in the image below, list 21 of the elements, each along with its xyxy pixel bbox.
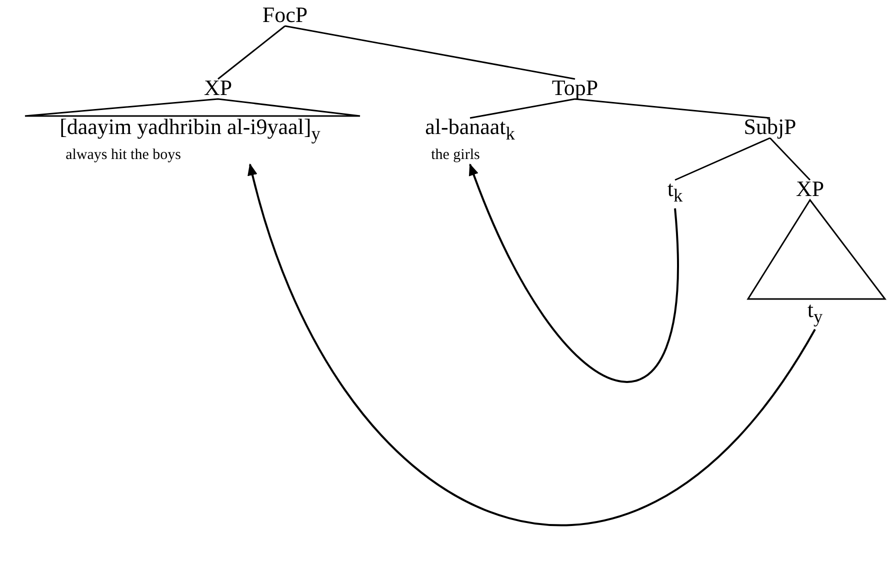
phrase-text: al-banaat$_{k}$ <box>425 114 515 146</box>
tree-node-label: XP <box>204 75 232 101</box>
tree-node-label: SubjP <box>744 114 796 140</box>
branch-line <box>574 98 770 119</box>
branch-line <box>769 137 811 181</box>
gloss-text: the girls <box>430 146 481 164</box>
branch-line <box>470 98 576 119</box>
branch-line <box>218 25 286 80</box>
tree-node-label: TopP <box>552 75 598 101</box>
gloss-text: always hit the boys <box>64 146 182 164</box>
triangle-branch <box>746 198 886 300</box>
tree-node-label: t$_{y}$ <box>807 297 823 330</box>
movement-arrow <box>469 163 679 382</box>
tree-node-label: t$_{k}$ <box>667 176 683 208</box>
tree-node-label: XP <box>796 176 824 202</box>
triangle-branch <box>24 98 361 117</box>
tree-node-label: FocP <box>262 2 308 28</box>
branch-line <box>284 25 576 80</box>
branch-line <box>674 137 770 181</box>
phrase-text: [daayim yadhribin al-i9yaal]$_{y}$ <box>60 114 320 146</box>
movement-arrow <box>248 163 816 526</box>
